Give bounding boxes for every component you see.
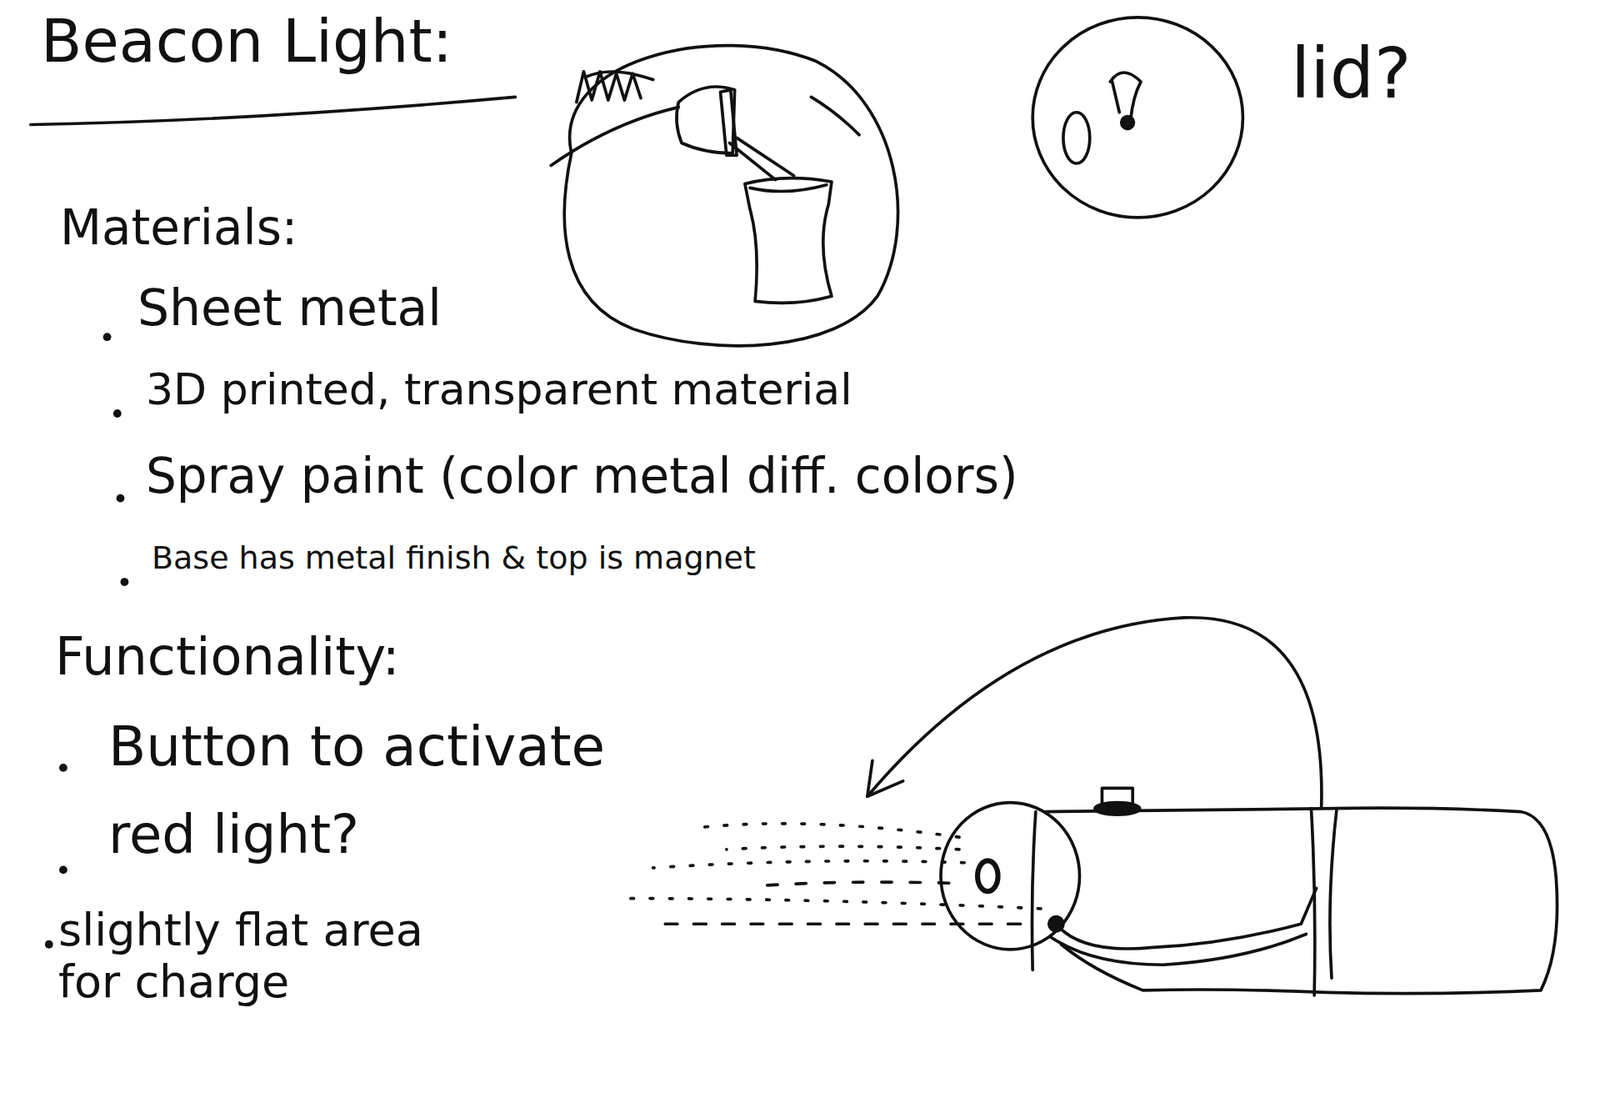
base-rim — [750, 185, 827, 192]
note-text: Base has metal finish & top is magnet — [151, 540, 756, 577]
bullet — [45, 940, 54, 949]
spray-dashes — [663, 921, 1021, 925]
label-holder: Functionality: — [55, 626, 400, 686]
base-part — [745, 178, 832, 304]
note-text: Button to activate — [108, 715, 605, 779]
cut-line — [550, 107, 679, 166]
bullet — [116, 494, 125, 503]
scribble — [576, 71, 654, 103]
label-holder: lid? — [1290, 33, 1412, 115]
spray-dots — [726, 845, 960, 850]
note-text: Sheet metal — [137, 279, 442, 337]
title-holder: Beacon Light: — [40, 6, 453, 76]
label-holder: Base has metal finish & top is magnet — [151, 540, 756, 577]
spray-dots — [627, 898, 1041, 909]
cut-line — [810, 96, 860, 135]
note-text: 3D printed, transparent material — [145, 365, 853, 415]
detail-circle — [564, 45, 898, 346]
lens-circle — [940, 802, 1080, 950]
bullet — [113, 409, 122, 418]
lid-hook — [1110, 72, 1141, 121]
button-base — [1095, 802, 1140, 815]
spray-dots — [627, 823, 1041, 909]
label-holder: Button to activate — [108, 715, 605, 779]
note-text: Functionality: — [55, 626, 400, 686]
spray-dots — [653, 860, 965, 868]
label-holder: red light? — [108, 804, 360, 866]
label-holder: Spray paint (color metal diff. colors) — [145, 448, 1019, 505]
charge-port — [1049, 916, 1064, 931]
bullet — [59, 763, 68, 772]
beacon-body — [1045, 807, 1557, 993]
bullet — [120, 577, 129, 586]
note-text: slightly flat area for charge — [58, 904, 442, 1008]
label-holder: 3D printed, transparent material — [145, 365, 853, 415]
bullet — [103, 332, 112, 341]
light-bulb — [977, 860, 998, 891]
note-text: Materials: — [60, 200, 298, 256]
spray-dots — [704, 823, 960, 837]
seam-line — [1031, 811, 1035, 970]
curved-arrow — [867, 617, 1322, 807]
band-line — [1310, 808, 1337, 995]
label-holder: slightly flat area for charge — [58, 904, 442, 1008]
label-holder: Materials: — [60, 200, 298, 256]
spray-dashes — [755, 881, 950, 886]
note-text: Spray paint (color metal diff. colors) — [145, 448, 1019, 505]
strings — [730, 137, 795, 180]
lid-dot — [1121, 116, 1135, 130]
arrow-head — [867, 760, 904, 796]
label-holder: Sheet metal — [137, 279, 442, 337]
bullet — [59, 865, 68, 874]
charge-cable — [1050, 887, 1316, 965]
lid-circle — [1032, 17, 1243, 218]
title-underline — [30, 96, 516, 125]
title: Beacon Light: — [40, 6, 453, 76]
note-text: lid? — [1290, 33, 1412, 115]
lid-hole — [1063, 112, 1090, 164]
note-text: red light? — [108, 804, 360, 866]
